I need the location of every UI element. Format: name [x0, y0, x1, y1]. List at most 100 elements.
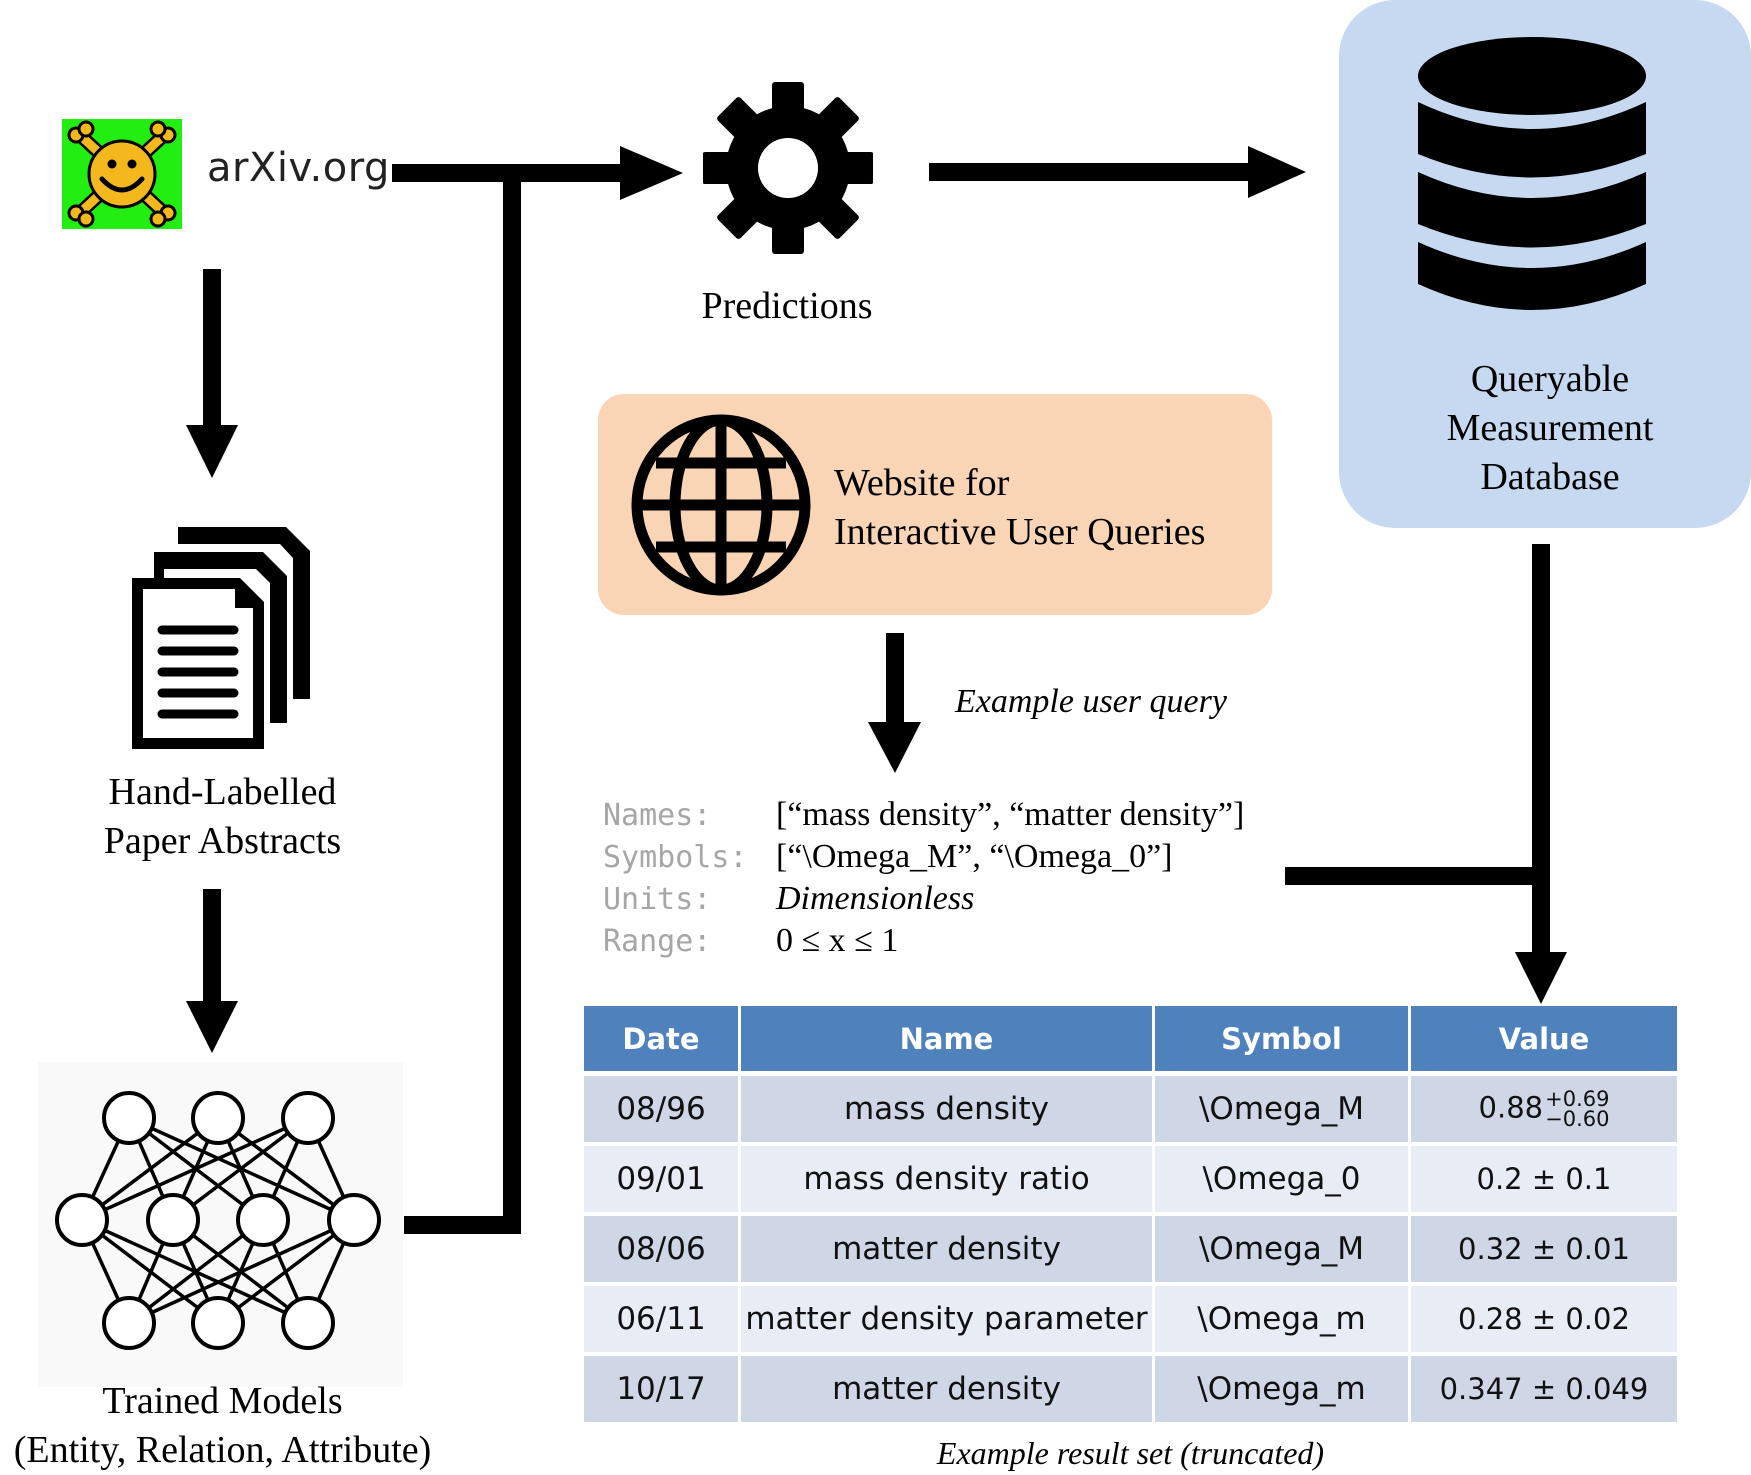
nn-node [281, 1296, 335, 1350]
arrow-database-to-results-head [1515, 952, 1567, 1004]
hand-labelled-line1: Hand-Labelled [108, 771, 337, 813]
cell-name: matter density [741, 1216, 1152, 1286]
column-header-date[interactable]: Date [584, 1006, 738, 1076]
cell-symbol: \Omega_M [1155, 1216, 1408, 1286]
nn-connection [80, 1116, 220, 1222]
table-header-row: Date Name Symbol Value [584, 1006, 1677, 1076]
nn-connection [216, 1218, 356, 1325]
arrow-abstracts-to-models-shaft [203, 889, 221, 1005]
table-row[interactable]: 06/11 matter density parameter \Omega_m … [584, 1286, 1677, 1356]
nn-node [236, 1193, 290, 1247]
arrow-arxiv-to-abstracts-head [186, 425, 238, 478]
results-table: Date Name Symbol Value 08/96 mass densit… [581, 1006, 1680, 1426]
cell-date: 08/06 [584, 1216, 738, 1286]
query-key: Names: [603, 798, 712, 833]
cell-date: 09/01 [584, 1146, 738, 1216]
trained-models-line1: Trained Models [102, 1380, 343, 1422]
nn-node [55, 1193, 109, 1247]
hand-labelled-label: Hand-Labelled Paper Abstracts [40, 768, 405, 866]
cell-date: 10/17 [584, 1356, 738, 1426]
trained-models-label: Trained Models (Entity, Relation, Attrib… [0, 1377, 445, 1475]
nn-node [281, 1091, 335, 1145]
query-value: 0 ≤ x ≤ 1 [776, 922, 899, 959]
error-plus: +0.69 [1545, 1087, 1610, 1111]
cell-date: 08/96 [584, 1076, 738, 1146]
cell-value: 0.32 ± 0.01 [1411, 1216, 1677, 1286]
trained-models-line2: (Entity, Relation, Attribute) [13, 1429, 432, 1471]
nn-node [102, 1091, 156, 1145]
table-row[interactable]: 09/01 mass density ratio \Omega_0 0.2 ± … [584, 1146, 1677, 1216]
arxiv-label: arXiv.org [207, 145, 390, 191]
value-main: 0.28 ± 0.02 [1458, 1302, 1630, 1336]
nn-connection [128, 1218, 355, 1325]
arxiv-skull-smiley-icon [67, 120, 177, 228]
arrow-arxiv-to-predictions-head [620, 146, 683, 200]
arrow-arxiv-to-abstracts-shaft [203, 269, 221, 429]
cell-symbol: \Omega_m [1155, 1356, 1408, 1426]
connector-query-to-results [1285, 867, 1550, 885]
database-icon [1418, 37, 1646, 310]
query-key: Symbols: [603, 840, 748, 875]
arrow-predictions-to-database-shaft [929, 163, 1249, 181]
nn-connection [171, 1116, 310, 1222]
nn-node [146, 1193, 200, 1247]
error-minus: −0.60 [1545, 1107, 1610, 1131]
cell-date: 06/11 [584, 1286, 738, 1356]
table-row[interactable]: 10/17 matter density \Omega_m 0.347 ± 0.… [584, 1356, 1677, 1426]
value-main: 0.2 ± 0.1 [1476, 1162, 1612, 1196]
value-errors: +0.69−0.60 [1545, 1087, 1610, 1131]
cell-value: 0.88+0.69−0.60 [1411, 1076, 1677, 1146]
globe-icon [631, 414, 811, 596]
database-line1: Queryable [1470, 358, 1630, 400]
nn-node [191, 1296, 245, 1350]
table-row[interactable]: 08/06 matter density \Omega_M 0.32 ± 0.0… [584, 1216, 1677, 1286]
arrow-predictions-to-database-head [1248, 146, 1306, 198]
website-label: Website for Interactive User Queries [834, 459, 1205, 557]
arrow-website-to-query-shaft [886, 633, 904, 725]
documents-icon [132, 527, 310, 749]
column-header-name[interactable]: Name [741, 1006, 1152, 1076]
value-main: 0.347 ± 0.049 [1439, 1372, 1649, 1406]
table-row[interactable]: 08/96 mass density \Omega_M 0.88+0.69−0.… [584, 1076, 1677, 1146]
nn-connection [127, 1218, 265, 1325]
value-main: 0.32 ± 0.01 [1458, 1232, 1630, 1266]
nn-node [191, 1091, 245, 1145]
database-line3: Database [1480, 456, 1620, 498]
website-line2: Interactive User Queries [834, 511, 1206, 553]
cell-name: matter density [741, 1356, 1152, 1426]
cell-value: 0.2 ± 0.1 [1411, 1146, 1677, 1216]
database-line2: Measurement [1446, 407, 1654, 449]
cell-value: 0.347 ± 0.049 [1411, 1356, 1677, 1426]
query-value: [“\Omega_M”, “\Omega_0”] [776, 838, 1173, 875]
nn-node [102, 1296, 156, 1350]
gear-icon [703, 82, 873, 254]
results-caption: Example result set (truncated) [936, 1435, 1325, 1471]
example-query-label: Example user query [955, 683, 1227, 720]
nn-node [327, 1193, 381, 1247]
cell-name: mass density [741, 1076, 1152, 1146]
website-line1: Website for [834, 462, 1010, 504]
arrow-website-to-query-head [868, 722, 921, 773]
cell-value: 0.28 ± 0.02 [1411, 1286, 1677, 1356]
nn-connection [81, 1116, 309, 1222]
query-key: Range: [603, 924, 712, 959]
cell-name: mass density ratio [741, 1146, 1152, 1216]
value-main: 0.88 [1478, 1090, 1544, 1125]
arrow-abstracts-to-models-head [186, 1001, 238, 1053]
query-value: Dimensionless [776, 880, 975, 917]
cell-name: matter density parameter [741, 1286, 1152, 1356]
connector-models-horizontal [404, 1216, 521, 1234]
cell-symbol: \Omega_m [1155, 1286, 1408, 1356]
column-header-value[interactable]: Value [1411, 1006, 1677, 1076]
arrow-database-to-results-shaft [1532, 544, 1550, 956]
cell-symbol: \Omega_0 [1155, 1146, 1408, 1216]
arxiv-logo [62, 119, 182, 229]
cell-symbol: \Omega_M [1155, 1076, 1408, 1146]
query-value: [“mass density”, “matter density”] [776, 796, 1245, 833]
column-header-symbol[interactable]: Symbol [1155, 1006, 1408, 1076]
database-label: Queryable Measurement Database [1380, 355, 1720, 502]
hand-labelled-line2: Paper Abstracts [103, 820, 342, 862]
query-key: Units: [603, 882, 712, 917]
